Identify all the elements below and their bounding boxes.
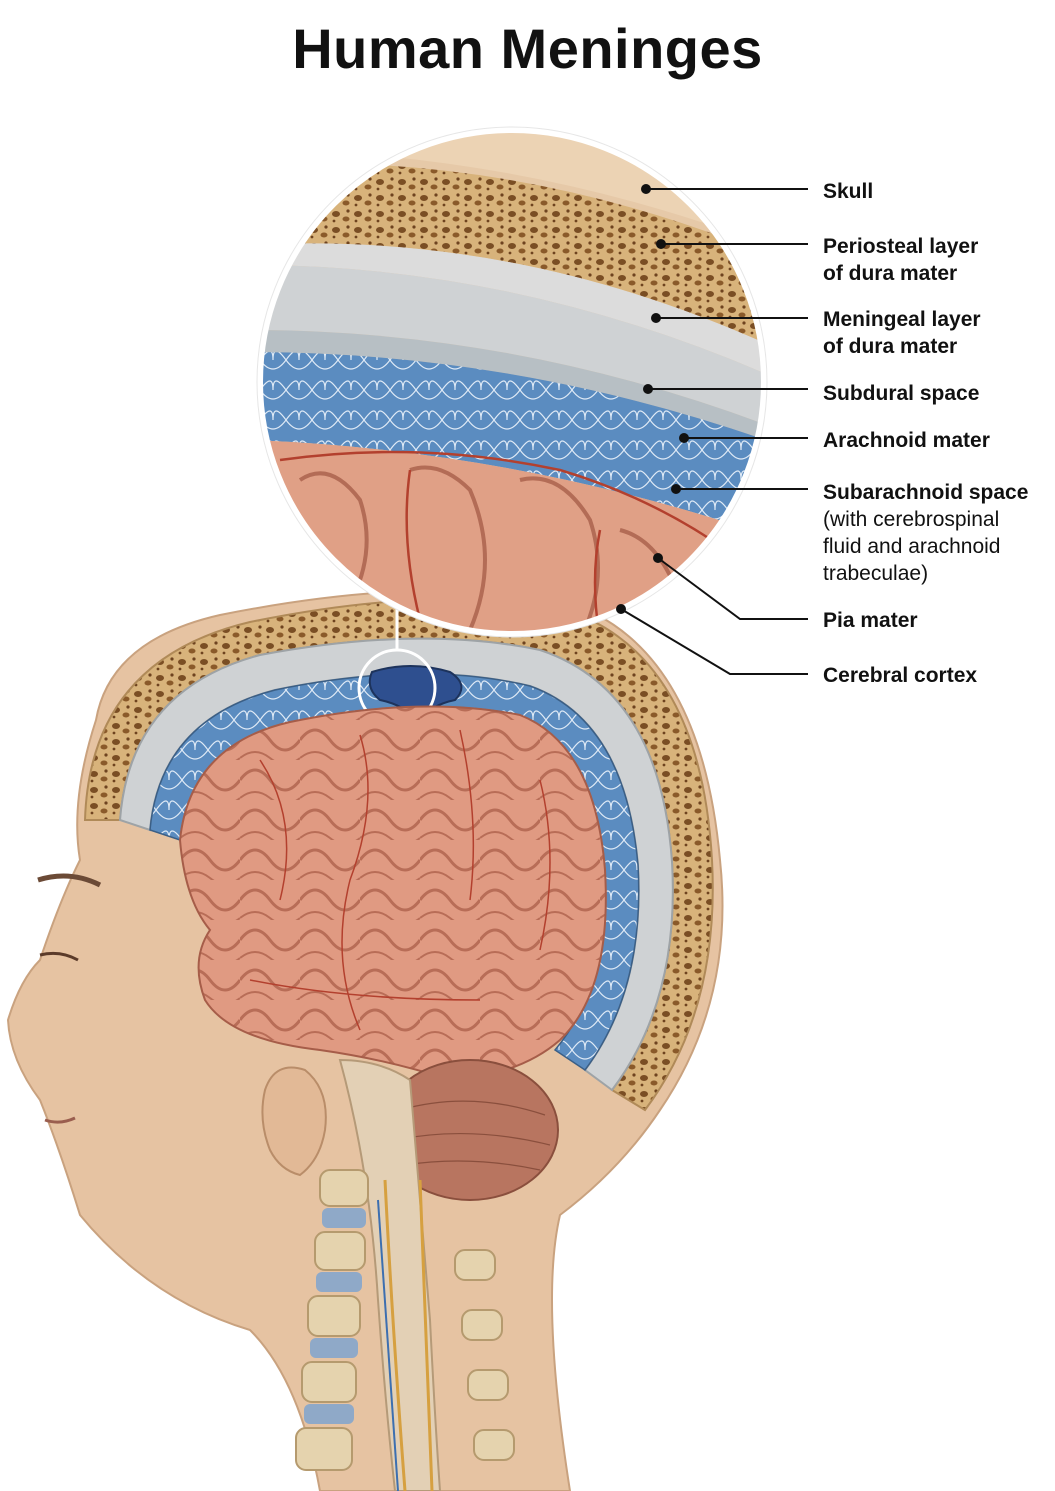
ear — [261, 1066, 327, 1177]
cerebral-vessels — [249, 729, 551, 1031]
vertebrae — [295, 1169, 515, 1471]
magnifier-ring — [257, 127, 767, 637]
face-eye — [39, 951, 79, 962]
label-arachnoid-mater: Arachnoid mater — [823, 429, 990, 452]
label-cerebral-cortex: Cerebral cortex — [823, 664, 978, 687]
label-periosteal-dura: Periosteal layer of dura mater — [823, 235, 979, 285]
magnified-view — [260, 130, 764, 634]
label-subarachnoid-space: Subarachnoid space (with cerebrospinal f… — [823, 481, 1029, 585]
leader-lines — [616, 184, 808, 675]
face-mouth — [44, 1116, 76, 1124]
label-pia-mater: Pia mater — [823, 609, 918, 632]
label-skull: Skull — [823, 180, 874, 203]
label-subdural-space: Subdural space — [823, 382, 980, 405]
cerebrum — [178, 705, 607, 1082]
label-meningeal-dura: Meningeal layer of dura mater — [823, 308, 981, 358]
page-title: Human Meninges — [292, 17, 763, 80]
face-eyebrow — [37, 873, 102, 888]
